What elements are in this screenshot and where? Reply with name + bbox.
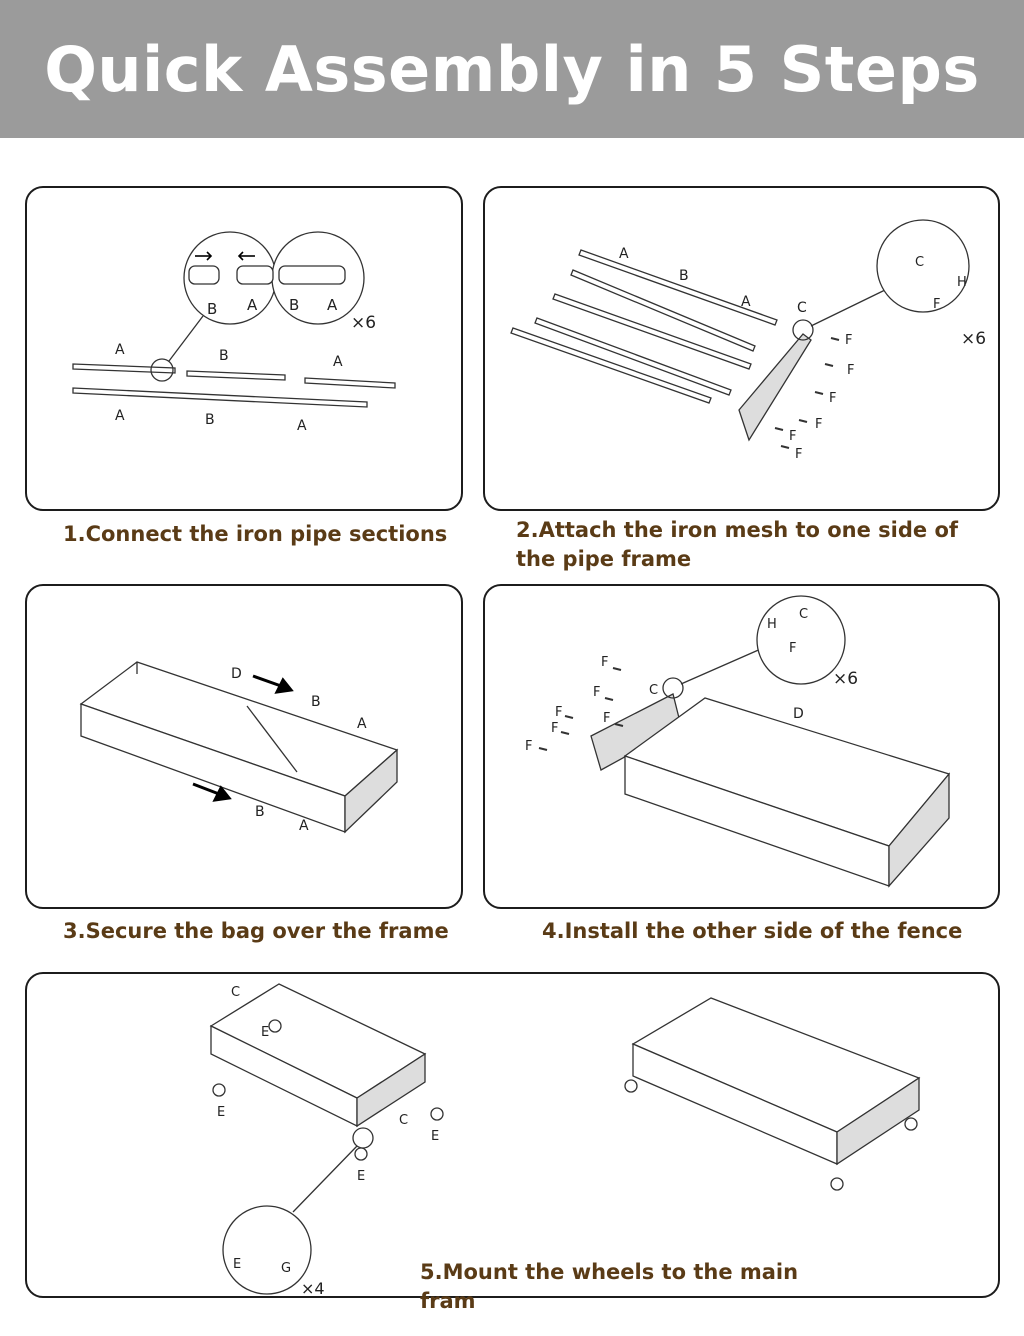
step2-label-b1: B (679, 268, 689, 284)
step5-label-e1: E (261, 1025, 269, 1040)
step4-label-f4: F (555, 705, 562, 720)
step5-count: ×4 (301, 1279, 325, 1298)
step4-label-f1: F (601, 655, 608, 670)
step-5-caption: 5.Mount the wheels to the main fram (420, 1260, 799, 1313)
page-title: Quick Assembly in 5 Steps (44, 32, 980, 106)
step4-label-c1: C (649, 683, 658, 698)
step1-label-b2: B (289, 296, 299, 314)
step4-label-f2: F (593, 685, 600, 700)
step1-label-a1: A (247, 296, 258, 314)
step1-label-b3: B (219, 348, 229, 364)
step1-label-a4: A (333, 354, 343, 370)
step4-label-f5: F (551, 721, 558, 736)
step5-label-e4: E (357, 1169, 365, 1184)
step2-label-f3: F (829, 391, 836, 406)
step2-label-a1: A (619, 246, 629, 262)
step4-label-f7: F (789, 641, 796, 656)
step5-label-e5: E (233, 1257, 241, 1272)
step2-label-f1: F (845, 333, 852, 348)
step5-label-c2: C (399, 1113, 408, 1128)
step2-label-h: H (957, 275, 967, 290)
step4-label-c2: C (799, 607, 808, 622)
step3-label-a1: A (357, 716, 367, 732)
step1-label-a2: A (327, 296, 338, 314)
step-5-panel: C E E C E E E G ×4 (25, 972, 1000, 1298)
step-2-caption: 2.Attach the iron mesh to one side of th… (516, 518, 959, 571)
step-4-diagram: F F F F F F C D H C F ×6 (525, 595, 951, 888)
step-5-diagram: C E E C E E E G ×4 (209, 983, 921, 1298)
step-3-diagram: D B A B A (79, 661, 399, 834)
step5-label-e3: E (431, 1129, 439, 1144)
step1-label-b4: B (205, 412, 215, 428)
step3-label-b2: B (255, 804, 265, 820)
step-3-panel: D B A B A (25, 584, 463, 909)
step4-count: ×6 (833, 669, 858, 689)
header-banner: Quick Assembly in 5 Steps (0, 0, 1024, 138)
step-2-diagram: A B A C F F F F F F C H F ×6 (510, 219, 986, 462)
step2-label-f5: F (789, 429, 796, 444)
step2-label-f2: F (847, 363, 854, 378)
step5-label-g: G (281, 1261, 291, 1276)
step2-label-f7: F (933, 297, 940, 312)
step-3-caption: 3.Secure the bag over the frame (63, 919, 449, 943)
step1-label-a5: A (115, 408, 125, 424)
step-4-caption: 4.Install the other side of the fence (542, 919, 963, 943)
step2-label-a2: A (741, 294, 751, 310)
step3-label-d: D (231, 666, 242, 682)
step1-label-a3: A (115, 342, 125, 358)
step2-label-f6: F (795, 447, 802, 462)
step4-label-f3: F (603, 711, 610, 726)
step2-label-c2: C (915, 255, 924, 270)
step2-count: ×6 (961, 329, 986, 349)
step-2-panel: A B A C F F F F F F C H F ×6 (483, 186, 1000, 511)
step3-label-b1: B (311, 694, 321, 710)
step2-label-c1: C (797, 300, 807, 316)
step-1-panel: B A B A ×6 A B A A B A (25, 186, 463, 511)
step4-label-f6: F (525, 739, 532, 754)
step1-label-b1: B (207, 300, 217, 318)
step-4-panel: F F F F F F C D H C F ×6 (483, 584, 1000, 909)
step4-label-d: D (793, 706, 804, 722)
step-1-caption: 1.Connect the iron pipe sections (63, 522, 448, 546)
step4-label-h: H (767, 617, 777, 632)
step5-label-e2: E (217, 1105, 225, 1120)
step1-label-a6: A (297, 418, 307, 434)
step1-count: ×6 (351, 313, 376, 333)
step3-label-a2: A (299, 818, 309, 834)
step-1-diagram: B A B A ×6 A B A A B A (72, 231, 396, 434)
step5-label-c1: C (231, 985, 240, 1000)
step2-label-f4: F (815, 417, 822, 432)
